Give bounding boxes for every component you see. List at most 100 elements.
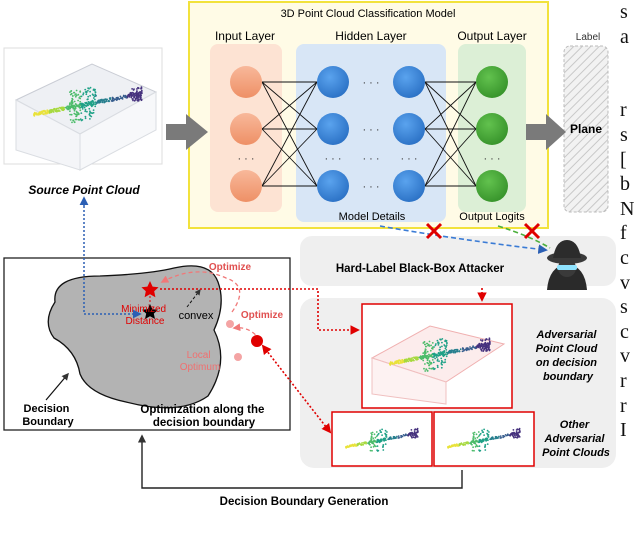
point: [83, 106, 86, 109]
point: [69, 110, 71, 112]
point: [472, 346, 474, 348]
output-logits-dashed-arrow: [497, 225, 551, 249]
point: [39, 113, 41, 116]
network-edge: [261, 128, 318, 187]
point: [84, 110, 87, 113]
output-node: [476, 113, 508, 145]
point: [118, 98, 121, 101]
point: [33, 115, 36, 117]
point: [357, 443, 360, 446]
point: [389, 436, 392, 439]
point: [432, 356, 434, 359]
point: [394, 437, 397, 440]
point: [409, 359, 412, 362]
source-caption: Source Point Cloud: [28, 183, 140, 197]
point: [413, 356, 415, 359]
point: [402, 359, 404, 362]
point: [422, 352, 425, 354]
point: [75, 104, 78, 107]
input-node: [230, 113, 262, 145]
point: [407, 434, 410, 437]
point: [131, 91, 133, 94]
output-node: [476, 170, 508, 202]
point: [119, 95, 122, 98]
point: [443, 344, 446, 346]
point: [132, 98, 134, 101]
point: [70, 90, 73, 92]
point: [90, 112, 93, 114]
point: [426, 342, 429, 345]
hidden-node: [393, 66, 425, 98]
point: [414, 356, 417, 359]
point: [458, 350, 461, 353]
point: [47, 109, 49, 112]
point: [408, 432, 411, 435]
adversarial-star-icon: [141, 281, 159, 298]
page-text-char: [: [620, 148, 627, 171]
point: [398, 362, 400, 365]
network-edge: [424, 81, 477, 187]
point: [422, 355, 425, 357]
point: [484, 449, 487, 451]
point: [91, 93, 94, 96]
point: [513, 432, 516, 435]
point: [468, 348, 470, 351]
page-text-char: [620, 74, 640, 99]
point: [136, 88, 138, 90]
point: [79, 109, 82, 112]
point: [87, 102, 90, 105]
point: [436, 339, 439, 342]
point: [79, 107, 81, 109]
point: [87, 104, 89, 107]
point: [87, 95, 90, 98]
point: [361, 443, 364, 446]
point: [480, 441, 483, 444]
point: [400, 436, 402, 439]
point: [441, 363, 443, 366]
point: [378, 441, 381, 444]
point: [395, 362, 398, 365]
point: [77, 99, 79, 102]
point: [452, 351, 455, 354]
point: [370, 438, 373, 441]
ellipsis: · · ·: [362, 153, 379, 165]
point: [430, 344, 432, 347]
point: [84, 108, 87, 111]
point: [441, 361, 444, 363]
point: [437, 354, 439, 357]
point: [409, 434, 412, 437]
point: [393, 362, 396, 365]
point: [476, 436, 479, 439]
point: [444, 358, 447, 361]
point: [472, 432, 475, 434]
point: [380, 439, 383, 442]
point: [486, 429, 489, 432]
point: [432, 361, 435, 364]
point: [499, 435, 502, 437]
trajectory-point: [226, 320, 234, 328]
point: [367, 442, 370, 445]
point: [478, 441, 480, 444]
point: [372, 440, 375, 443]
point: [515, 431, 518, 433]
point: [428, 364, 431, 367]
point: [82, 93, 84, 96]
point: [73, 104, 76, 107]
point: [395, 360, 398, 363]
point: [503, 435, 506, 438]
point: [139, 98, 142, 100]
point: [450, 350, 453, 353]
point: [393, 436, 396, 438]
point: [378, 439, 381, 442]
point: [444, 353, 447, 355]
point: [136, 99, 139, 101]
point: [60, 106, 63, 109]
point: [430, 354, 433, 356]
point: [441, 345, 443, 348]
point: [80, 102, 82, 105]
point: [398, 359, 401, 362]
point: [86, 110, 88, 113]
point: [415, 431, 418, 434]
point: [466, 347, 469, 349]
point: [377, 432, 380, 435]
